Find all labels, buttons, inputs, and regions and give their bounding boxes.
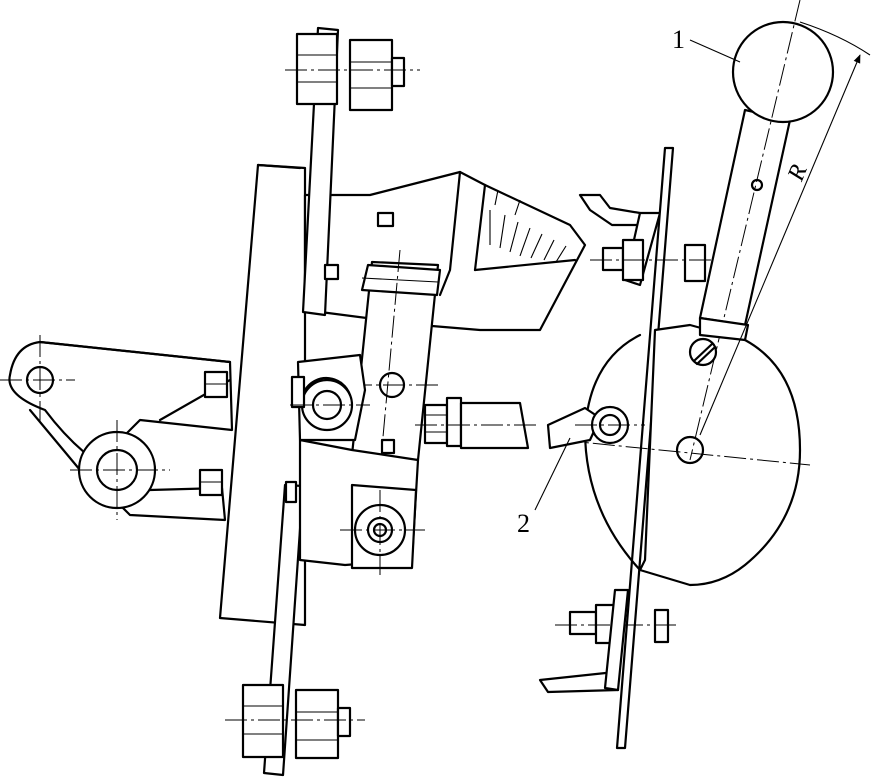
weighted-lever — [688, 0, 835, 461]
left-assembly — [0, 26, 587, 777]
adjusting-screw — [415, 396, 540, 450]
callout-2-label: 2 — [517, 509, 530, 538]
right-lower-angle — [538, 588, 630, 694]
stud-lower-side — [284, 480, 298, 504]
contact-pin — [546, 405, 645, 450]
radius-label-text: R — [783, 161, 813, 186]
slider-link — [350, 249, 442, 471]
radius-dimension — [699, 21, 871, 436]
left-lever-arm — [0, 335, 234, 522]
lower-roller-housing — [298, 438, 425, 575]
lower-bolt-nut — [225, 683, 365, 760]
stud-upper — [323, 263, 340, 281]
rotor-disc — [559, 323, 811, 587]
callout-2: 2 — [517, 437, 571, 538]
crank-nut-upper — [203, 370, 229, 399]
crank-nut-lower — [198, 468, 224, 497]
radius-label: R — [783, 161, 813, 186]
right-upper-angle — [578, 193, 662, 287]
upper-bolt-nut — [285, 32, 420, 112]
callout-1-label: 1 — [672, 25, 685, 54]
right-upper-bolt — [590, 238, 730, 283]
sector-hatching — [489, 189, 567, 263]
callout-1: 1 — [672, 25, 741, 63]
contact-sector — [303, 170, 587, 332]
right-assembly — [538, 0, 871, 750]
cam-roller — [290, 353, 370, 442]
